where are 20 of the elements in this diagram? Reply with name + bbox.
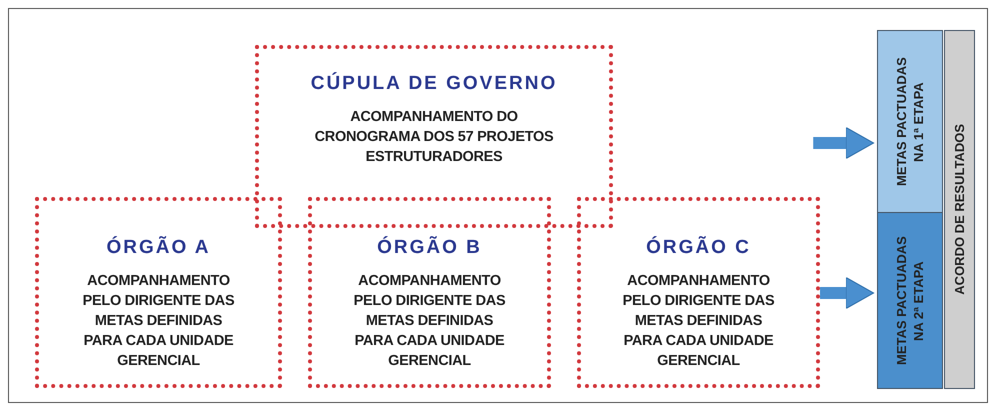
box-heading: ÓRGÃO A (106, 237, 211, 259)
dotted-box (308, 197, 551, 388)
box-description: ACOMPANHAMENTO DO CRONOGRAMA DOS 57 PROJETOS ESTRUTURADORES (314, 108, 554, 167)
block-arrow (820, 276, 874, 310)
box-heading: ÓRGÃO C (646, 237, 751, 259)
box-heading: ÓRGÃO B (377, 237, 482, 259)
bar-label: METAS PACTUADAS NA 1ª ETAPA (893, 56, 927, 188)
box-description: ACOMPANHAMENTO PELO DIRIGENTE DAS METAS DEFINIDAS PARA CADA UNIDADE GERENCIAL (622, 272, 776, 371)
bar-label: METAS PACTUADAS NA 2ª ETAPA (893, 235, 927, 366)
vertical-bar (877, 212, 943, 389)
box-description: ACOMPANHAMENTO PELO DIRIGENTE DAS METAS DEFINIDAS PARA CADA UNIDADE GERENCIAL (352, 272, 506, 371)
box-heading: CÚPULA DE GOVERNO (310, 73, 558, 95)
vertical-bar (877, 30, 943, 213)
box-description: ACOMPANHAMENTO PELO DIRIGENTE DAS METAS DEFINIDAS PARA CADA UNIDADE GERENCIAL (82, 272, 236, 371)
dotted-box (255, 45, 613, 228)
dotted-box (577, 197, 820, 388)
vertical-bar (944, 30, 975, 389)
dotted-box (35, 197, 282, 388)
bar-label: ACORDO DE RESULTADOS (951, 124, 968, 295)
block-arrow (813, 126, 874, 160)
